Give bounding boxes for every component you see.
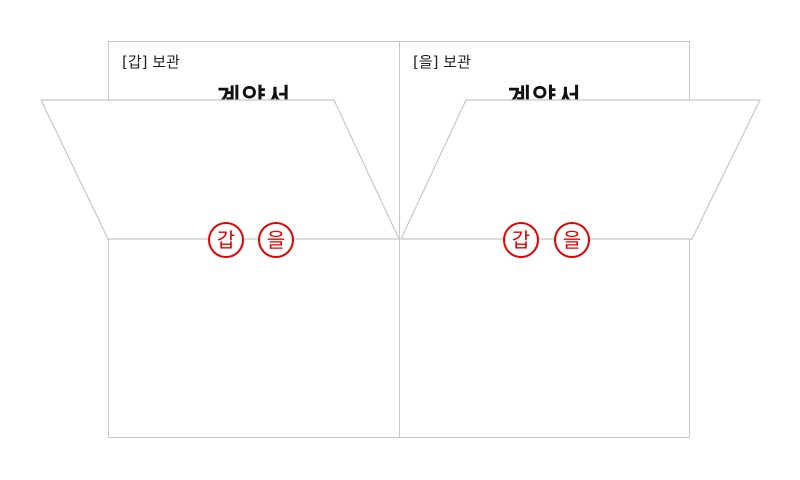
left-folded-flap — [40, 99, 400, 240]
right-folded-flap — [400, 99, 761, 240]
seal-eul-right: 을 — [554, 222, 590, 258]
seal-text: 갑 — [512, 228, 530, 252]
seal-text: 갑 — [217, 228, 235, 252]
keep-label: [갑] 보관 — [122, 53, 180, 71]
seal-gap-right: 갑 — [503, 222, 539, 258]
keep-label: [을] 보관 — [413, 53, 471, 71]
seal-text: 을 — [267, 228, 285, 252]
seal-eul-left: 을 — [258, 222, 294, 258]
seal-gap-left: 갑 — [208, 222, 244, 258]
seal-text: 을 — [563, 228, 581, 252]
